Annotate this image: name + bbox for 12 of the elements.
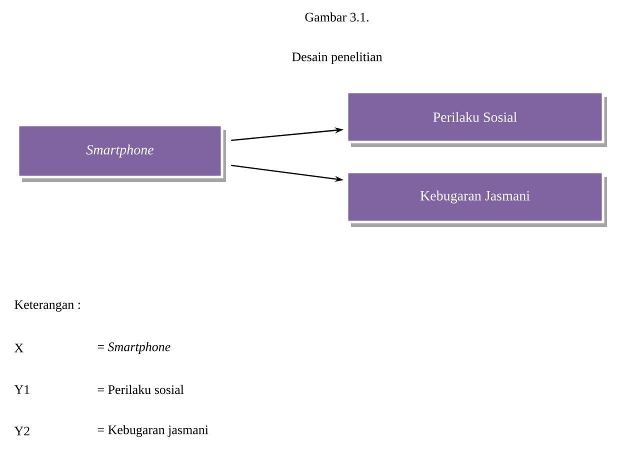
process-box: Kebugaran Jasmani bbox=[346, 170, 607, 227]
legend-text: Keterangan : bbox=[14, 300, 80, 312]
legend-text: Y1 bbox=[14, 385, 30, 394]
process-box: Smartphone bbox=[16, 124, 226, 182]
figure-caption: Desain penelitian bbox=[292, 52, 382, 64]
legend-text: = Perilaku sosial bbox=[98, 384, 184, 394]
figure-title: Gambar 3.1. bbox=[305, 12, 368, 22]
legend-text: X bbox=[14, 344, 24, 352]
legend-text: = Kebugaran jasmani bbox=[98, 425, 208, 437]
process-box: Perilaku Sosial bbox=[346, 90, 607, 147]
legend-text: Y2 bbox=[14, 426, 30, 436]
legend-text: = Smartphone bbox=[98, 342, 170, 354]
